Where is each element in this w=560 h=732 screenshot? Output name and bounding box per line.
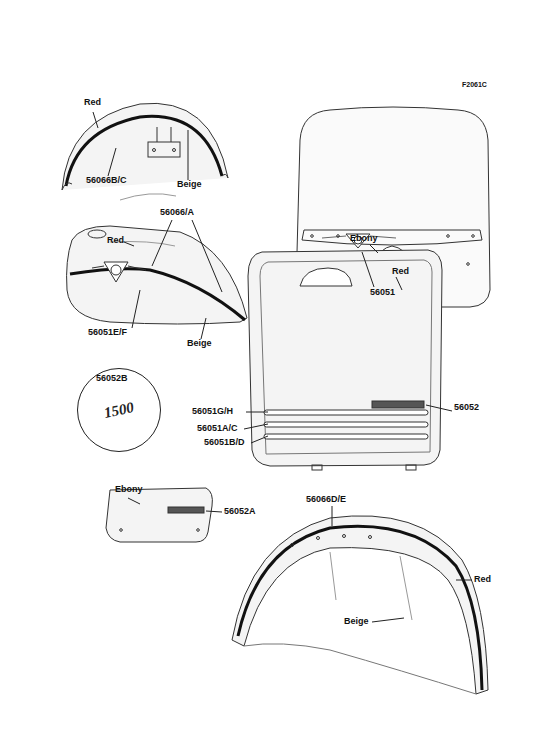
callout-number: 56066/A: [160, 207, 194, 218]
color-label: Ebony: [350, 233, 378, 244]
callout-number: 56066B/C: [86, 175, 127, 186]
color-label: Beige: [344, 616, 369, 627]
callout-number: 56051: [370, 287, 395, 298]
callout-number: 56052: [454, 402, 479, 413]
color-label: Red: [84, 97, 101, 108]
color-label: Red: [474, 574, 491, 585]
color-label: Red: [392, 266, 409, 277]
color-label: Beige: [177, 179, 202, 190]
emblem-text: 1500: [103, 399, 136, 422]
callout-number: 56052A: [224, 506, 256, 517]
color-label: Red: [107, 235, 124, 246]
saddlebag: [248, 250, 442, 470]
callout-number: 56066D/E: [306, 494, 346, 505]
callout-number: 56051B/D: [204, 437, 245, 448]
rear-fender: [232, 516, 488, 694]
callout-number: 56052B: [96, 373, 128, 384]
color-label: Ebony: [115, 484, 143, 495]
front-fender: [62, 103, 228, 200]
color-label: Beige: [187, 338, 212, 349]
leader-lines: [93, 112, 472, 622]
fuel-tank: [67, 226, 247, 324]
callout-number: 56051G/H: [192, 406, 233, 417]
callout-number: 56051E/F: [88, 327, 127, 338]
side-cover: [106, 488, 212, 542]
callout-number: 56051A/C: [197, 423, 238, 434]
figure-code: F2061C: [462, 79, 487, 90]
